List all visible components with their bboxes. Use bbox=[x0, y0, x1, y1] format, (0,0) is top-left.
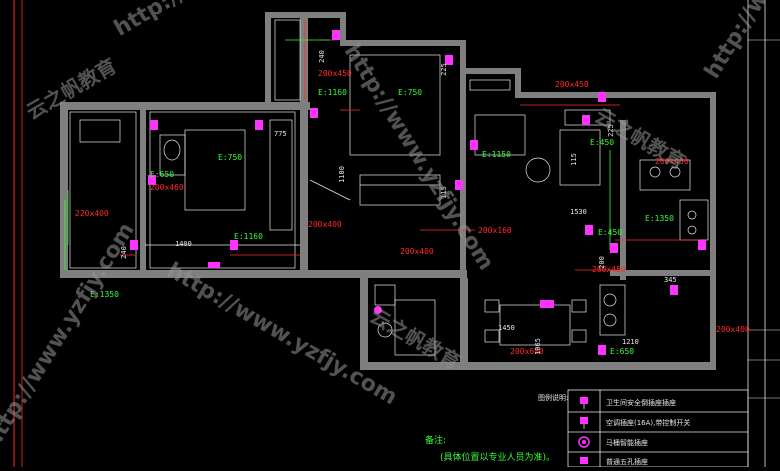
dimension-text: 345 bbox=[664, 276, 677, 284]
height-label: E:450 bbox=[598, 228, 623, 237]
dimension-text: 240 bbox=[317, 50, 326, 63]
socket-marker bbox=[470, 140, 478, 150]
height-label: E:1150 bbox=[482, 150, 511, 159]
wiring-lines bbox=[120, 20, 700, 271]
legend-title: 图例说明: bbox=[538, 394, 569, 402]
socket-marker bbox=[598, 92, 606, 102]
socket-marker bbox=[208, 262, 220, 268]
socket-marker bbox=[255, 120, 263, 130]
size-label: 200x450 bbox=[318, 69, 352, 78]
size-label: 200x160 bbox=[478, 226, 512, 235]
size-label: 200x460 bbox=[150, 183, 184, 192]
height-label: E:1160 bbox=[318, 88, 347, 97]
socket-marker bbox=[150, 120, 158, 130]
socket-marker bbox=[698, 240, 706, 250]
height-label: E:1350 bbox=[90, 290, 119, 299]
socket-marker bbox=[332, 30, 340, 40]
socket-marker bbox=[540, 300, 554, 308]
dimension-text: 225 bbox=[439, 63, 448, 76]
notes-text: (具体位置以专业人员为准)。 bbox=[440, 453, 556, 463]
size-label: 200x600 bbox=[510, 347, 544, 356]
socket-marker bbox=[445, 55, 453, 65]
size-label: 200x450 bbox=[655, 157, 689, 166]
dimension-text: 200 bbox=[597, 256, 606, 269]
size-label: 200x400 bbox=[400, 247, 434, 256]
size-label: 200x400 bbox=[716, 325, 750, 334]
dimension-text: 1400 bbox=[175, 240, 192, 248]
height-label: E:1350 bbox=[645, 214, 674, 223]
size-label: 200x450 bbox=[592, 265, 626, 274]
socket-marker bbox=[670, 285, 678, 295]
size-label: 200x450 bbox=[555, 80, 589, 89]
socket-marker bbox=[148, 175, 156, 185]
socket-marker bbox=[310, 108, 318, 118]
height-label: E:450 bbox=[590, 138, 615, 147]
socket-marker bbox=[610, 243, 618, 253]
dimension-text: 1450 bbox=[498, 324, 515, 332]
socket-marker bbox=[230, 240, 238, 250]
height-label: E:650 bbox=[610, 347, 635, 356]
dimension-text: 115 bbox=[569, 153, 578, 166]
dimension-text: 1530 bbox=[570, 208, 587, 216]
size-label: 220x400 bbox=[75, 209, 109, 218]
legend-row-text: 马桶智能插座 bbox=[606, 439, 648, 447]
dimension-text: 1210 bbox=[622, 338, 639, 346]
walls bbox=[60, 12, 716, 370]
height-label: E:1160 bbox=[234, 232, 263, 241]
height-label: E:750 bbox=[398, 88, 423, 97]
legend-row-text: 普通五孔插座 bbox=[606, 458, 648, 466]
legend-row-text: 卫生间安全倒插座插座 bbox=[606, 399, 676, 407]
height-label: E:750 bbox=[218, 153, 243, 162]
size-label: 200x400 bbox=[308, 220, 342, 229]
socket-marker bbox=[582, 115, 590, 125]
socket-marker bbox=[455, 180, 463, 190]
socket-marker bbox=[598, 345, 606, 355]
dimension-text: 775 bbox=[274, 130, 287, 138]
dimension-text: 1100 bbox=[337, 166, 346, 183]
drawing-border bbox=[13, 0, 780, 467]
room-lines bbox=[67, 19, 709, 356]
socket-marker bbox=[130, 240, 138, 250]
legend-row-text: 空调插座(16A),带控制开关 bbox=[606, 419, 691, 427]
dimension-text: 1065 bbox=[533, 338, 542, 355]
height-label: E:650 bbox=[150, 170, 175, 179]
guide-lines bbox=[64, 39, 611, 270]
socket-markers bbox=[130, 30, 706, 355]
socket-marker bbox=[585, 225, 593, 235]
socket-marker bbox=[374, 306, 382, 314]
legend-icons bbox=[578, 397, 590, 464]
notes-title: 备注: bbox=[425, 436, 447, 446]
